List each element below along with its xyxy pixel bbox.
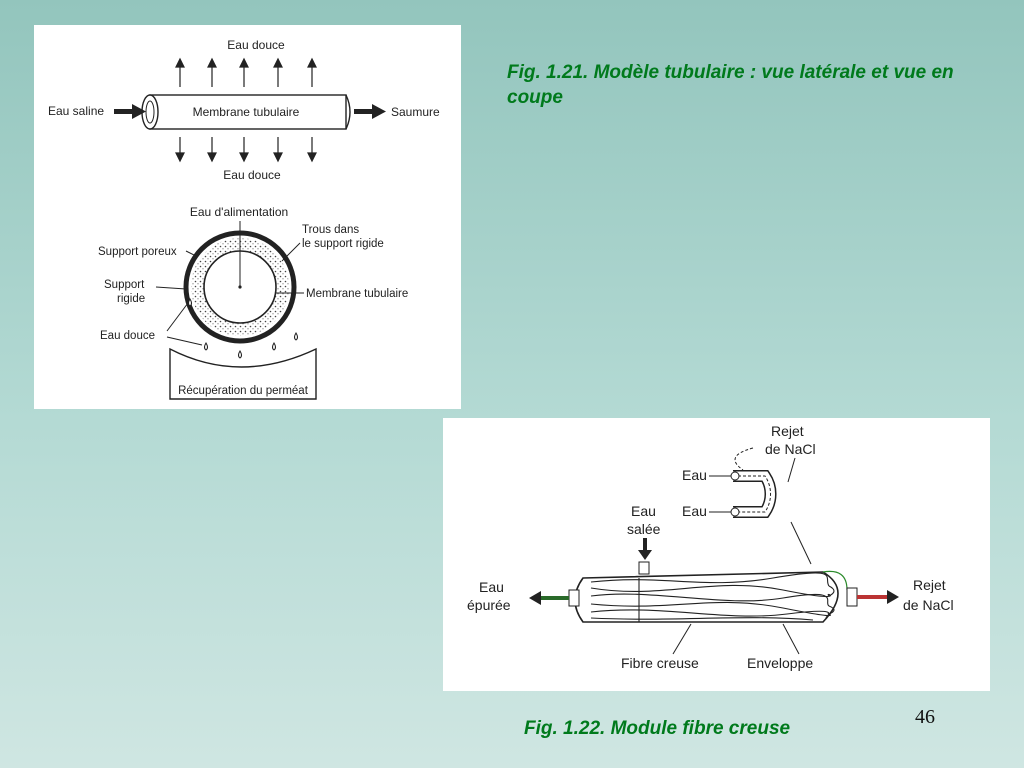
purified-water-label-1: Eau [479,579,504,595]
holes-label-2: le support rigide [302,238,384,250]
rigid-leader [155,286,187,290]
reject-right-label-2: de NaCl [903,597,954,613]
reject-right-label-1: Rejet [913,577,946,593]
feed-water-label: Eau d'alimentation [190,205,288,219]
water-upper-label: Eau [682,467,707,483]
outlet-arrow [354,104,386,119]
detail-connector [790,521,812,565]
figure-1-22-caption: Fig. 1.22. Module fibre creuse [524,718,791,739]
brine-label: Saumure [391,105,440,119]
reject-top-label-1: Rejet [771,423,804,439]
salt-water-label-2: salée [627,521,661,537]
fresh-water-section-label: Eau douce [100,330,155,342]
holes-label-1: Trous dans [302,224,359,236]
hollow-fiber-figure: Rejet de NaCl Eau Eau Eau salée [443,418,990,691]
permeate-basin [169,347,317,400]
hollow-fiber-drawing: Rejet de NaCl Eau Eau Eau salée [467,423,954,671]
salt-water-inlet-arrow [638,538,652,560]
rigid-support-label-1: Support [104,279,145,291]
page-number: 46 [915,706,935,728]
envelope-leader [782,623,800,655]
reject-top-label-2: de NaCl [765,441,816,457]
water-droplets [188,298,298,359]
up-arrows [175,57,317,87]
magnifier-outline [734,447,754,471]
porous-leader [185,250,199,258]
figure-1-21-caption: Fig. 1.21. Modèle tubulaire : vue latéra… [507,62,954,108]
reject-right-arrow [857,590,899,604]
water-lower-label: Eau [682,503,707,519]
module-body [568,561,858,623]
porous-support-label: Support poreux [98,246,177,258]
salt-water-label-1: Eau [631,503,656,519]
hollow-fiber-label: Fibre creuse [621,655,699,671]
inlet-arrow [114,104,146,119]
purified-water-arrow [529,591,569,605]
tube-label: Membrane tubulaire [193,105,300,119]
membrane-label: Membrane tubulaire [306,288,408,300]
fresh-water-top-label: Eau douce [227,38,285,52]
hollow-fibers [590,572,835,622]
holes-leader [281,242,301,262]
tube-cross-section [183,221,297,344]
reject-top-leader [787,457,796,483]
purified-water-label-2: épurée [467,597,511,613]
permeate-label: Récupération du perméat [178,385,309,397]
envelope-label: Enveloppe [747,655,813,671]
down-arrows [175,137,317,163]
tubular-model-drawing: Eau douce Membrane tubulaire Eau saline [48,38,440,400]
tubular-model-figure: Eau douce Membrane tubulaire Eau saline [34,25,461,409]
fresh-leader-2 [166,336,203,346]
fresh-water-bottom-label: Eau douce [223,168,281,182]
saline-water-label: Eau saline [48,104,104,118]
fiber-leader [672,623,692,655]
rigid-support-label-2: rigide [117,293,145,305]
u-fiber-detail [730,470,777,518]
fresh-leader-1 [166,302,189,332]
